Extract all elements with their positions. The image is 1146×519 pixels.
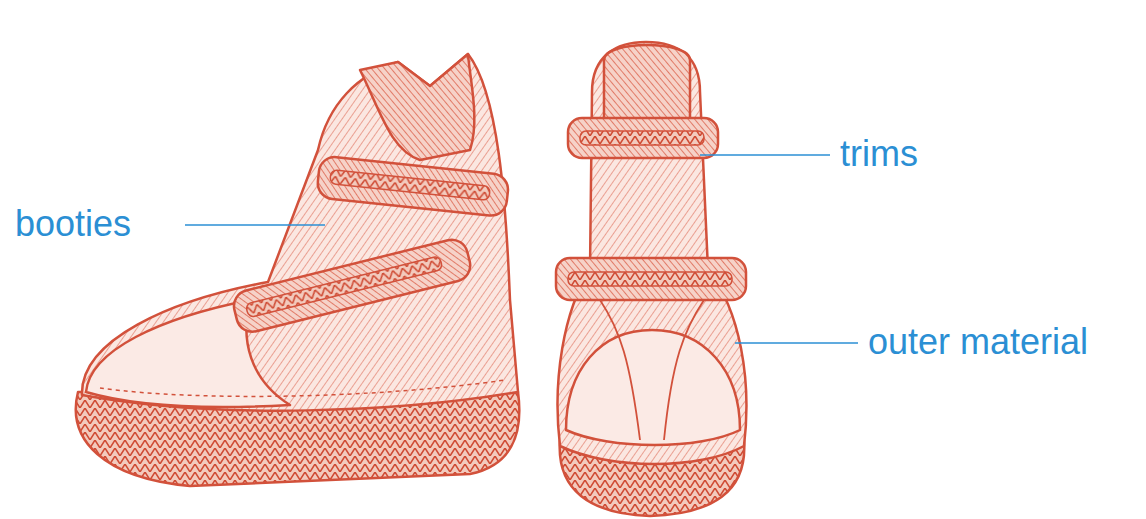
panel-seam [600,300,704,440]
right-shoe [556,42,746,516]
upper-strap [568,118,718,158]
shoe-upper [82,54,518,411]
toe-cap [566,330,740,445]
part-label: booties [15,204,131,244]
stitch-line [100,380,505,396]
part-label: trims [840,134,918,174]
shoe-tongue [360,54,474,160]
shoe-upper [558,42,747,464]
upper-strap [316,155,509,217]
leader-line [185,224,325,226]
leader-line [735,342,858,344]
lower-strap [556,258,746,300]
left-shoe [76,54,519,486]
leader-line [700,154,830,156]
part-label: outer material [868,322,1088,362]
shoe-collar [604,45,690,120]
lower-strap [231,236,474,335]
